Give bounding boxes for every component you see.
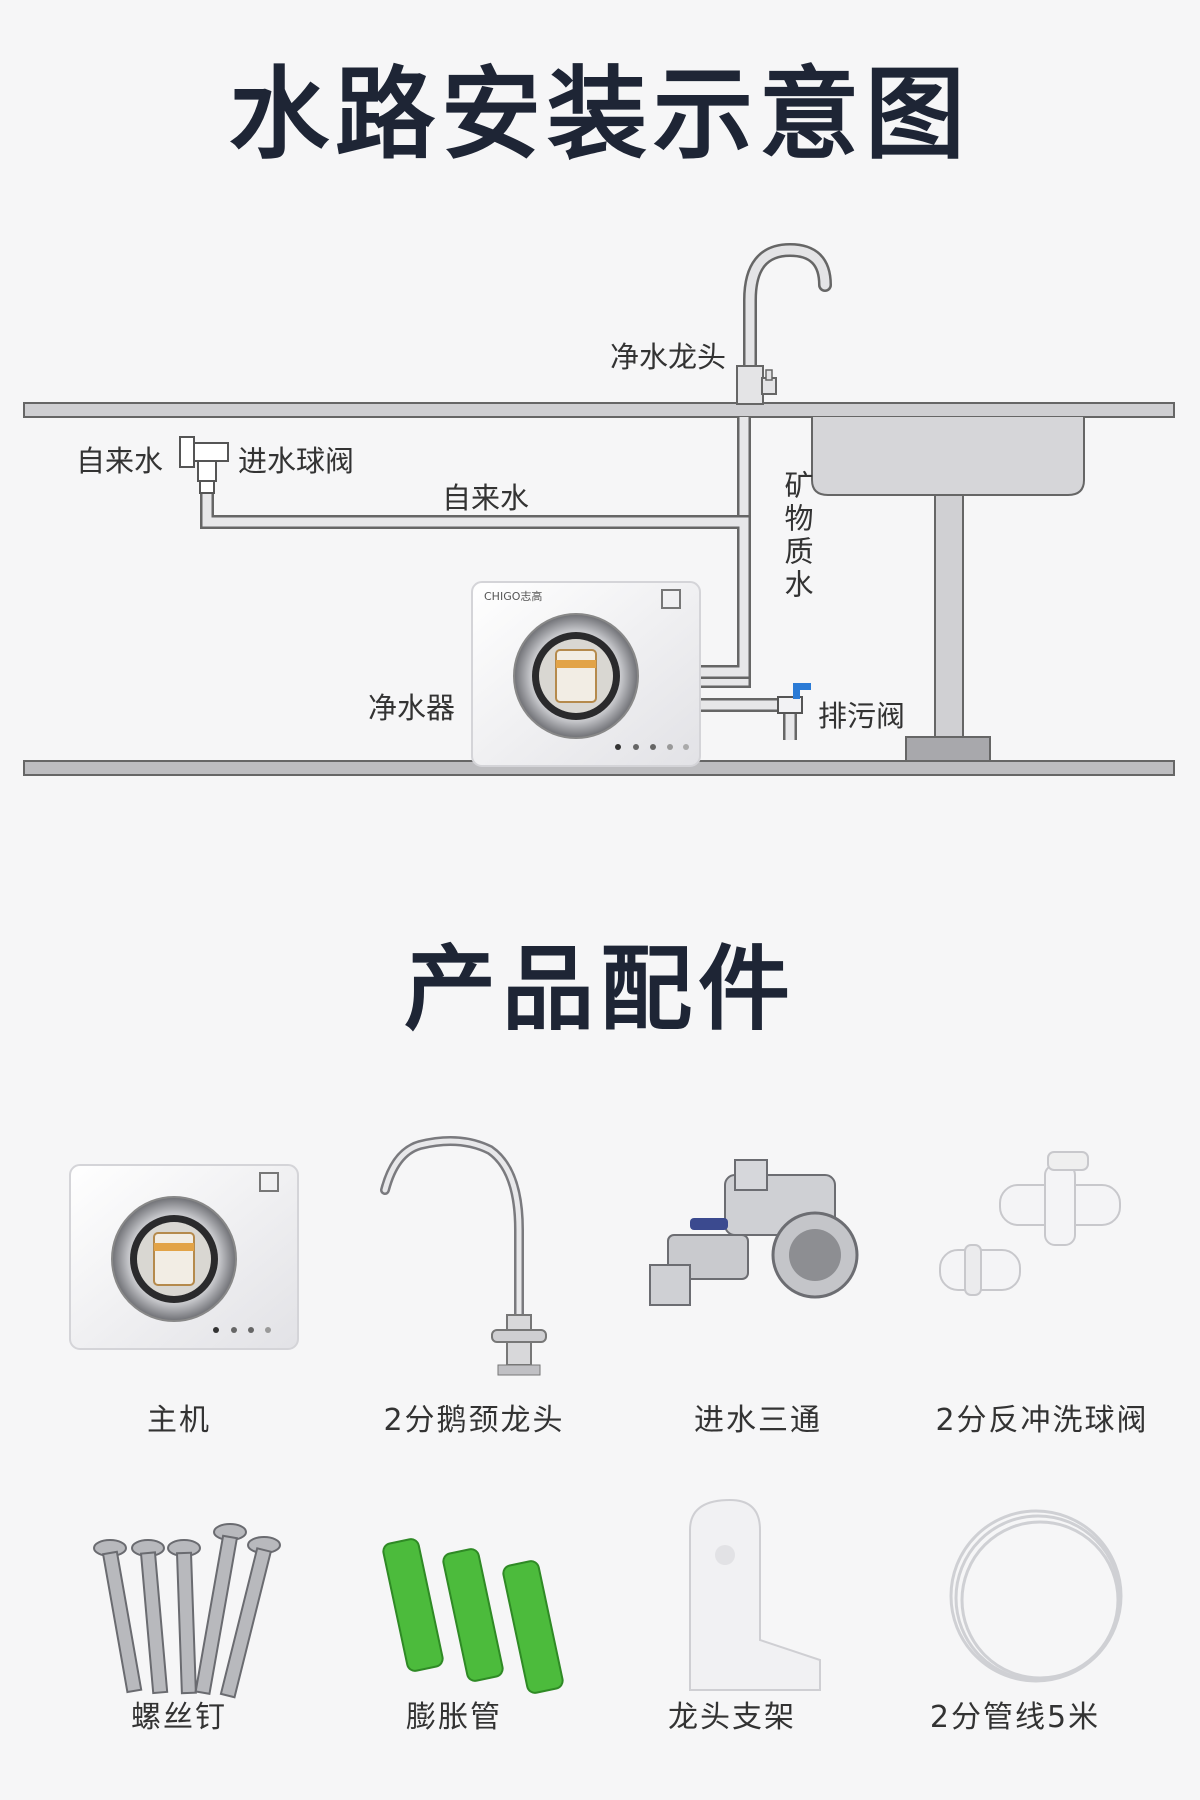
drain-pipe <box>700 698 797 740</box>
label-purifier: 净水器 <box>368 691 456 725</box>
accessory-label-8: 2分管线5米 <box>929 1700 1101 1735</box>
sink-basin <box>811 417 1085 496</box>
accessory-label-4: 2分反冲洗球阀 <box>935 1403 1149 1438</box>
label-drain-valve: 排污阀 <box>818 699 906 733</box>
accessory-purifier-unit-icon <box>69 1164 299 1350</box>
label-faucet: 净水龙头 <box>610 340 727 374</box>
mineral-water-pipe <box>700 417 751 688</box>
countertop <box>23 402 1175 418</box>
accessory-anchors-icon <box>382 1538 564 1694</box>
accessory-faucet-bracket-icon <box>689 1498 821 1691</box>
label-inlet-ball-valve: 进水球阀 <box>238 444 355 478</box>
accessory-gooseneck-faucet-icon <box>380 1136 547 1376</box>
inlet-ball-valve-icon <box>179 436 229 494</box>
label-mineral-water: 矿物质水 <box>780 470 814 602</box>
installation-diagram <box>23 242 1175 776</box>
sink-drain-base <box>905 736 991 762</box>
accessory-ball-valve-icon <box>939 1151 1121 1296</box>
accessory-label-6: 膨胀管 <box>406 1700 502 1735</box>
accessory-label-2: 2分鹅颈龙头 <box>383 1403 565 1438</box>
faucet-icon <box>736 242 832 405</box>
accessories-title: 产品配件 <box>403 936 796 1043</box>
tap-water-pipe <box>200 490 751 679</box>
accessory-label-1: 主机 <box>147 1403 211 1438</box>
label-tap-water-pipe: 自来水 <box>442 481 530 515</box>
install-diagram-title: 水路安装示意图 <box>229 56 971 173</box>
accessory-label-5: 螺丝钉 <box>131 1700 227 1735</box>
accessory-label-3: 进水三通 <box>694 1403 822 1438</box>
sink-drain-pipe <box>934 494 964 738</box>
purifier-unit-icon <box>471 581 701 767</box>
drain-valve-icon <box>777 683 811 714</box>
accessory-tee-connector-icon <box>649 1159 859 1306</box>
purifier-brand-logo: CHIGO志高 <box>484 590 543 603</box>
accessory-tubing-coil-icon <box>949 1509 1123 1683</box>
accessory-screws-icon <box>93 1523 281 1699</box>
label-tap-water-left: 自来水 <box>76 444 164 478</box>
accessory-label-7: 龙头支架 <box>668 1700 796 1735</box>
